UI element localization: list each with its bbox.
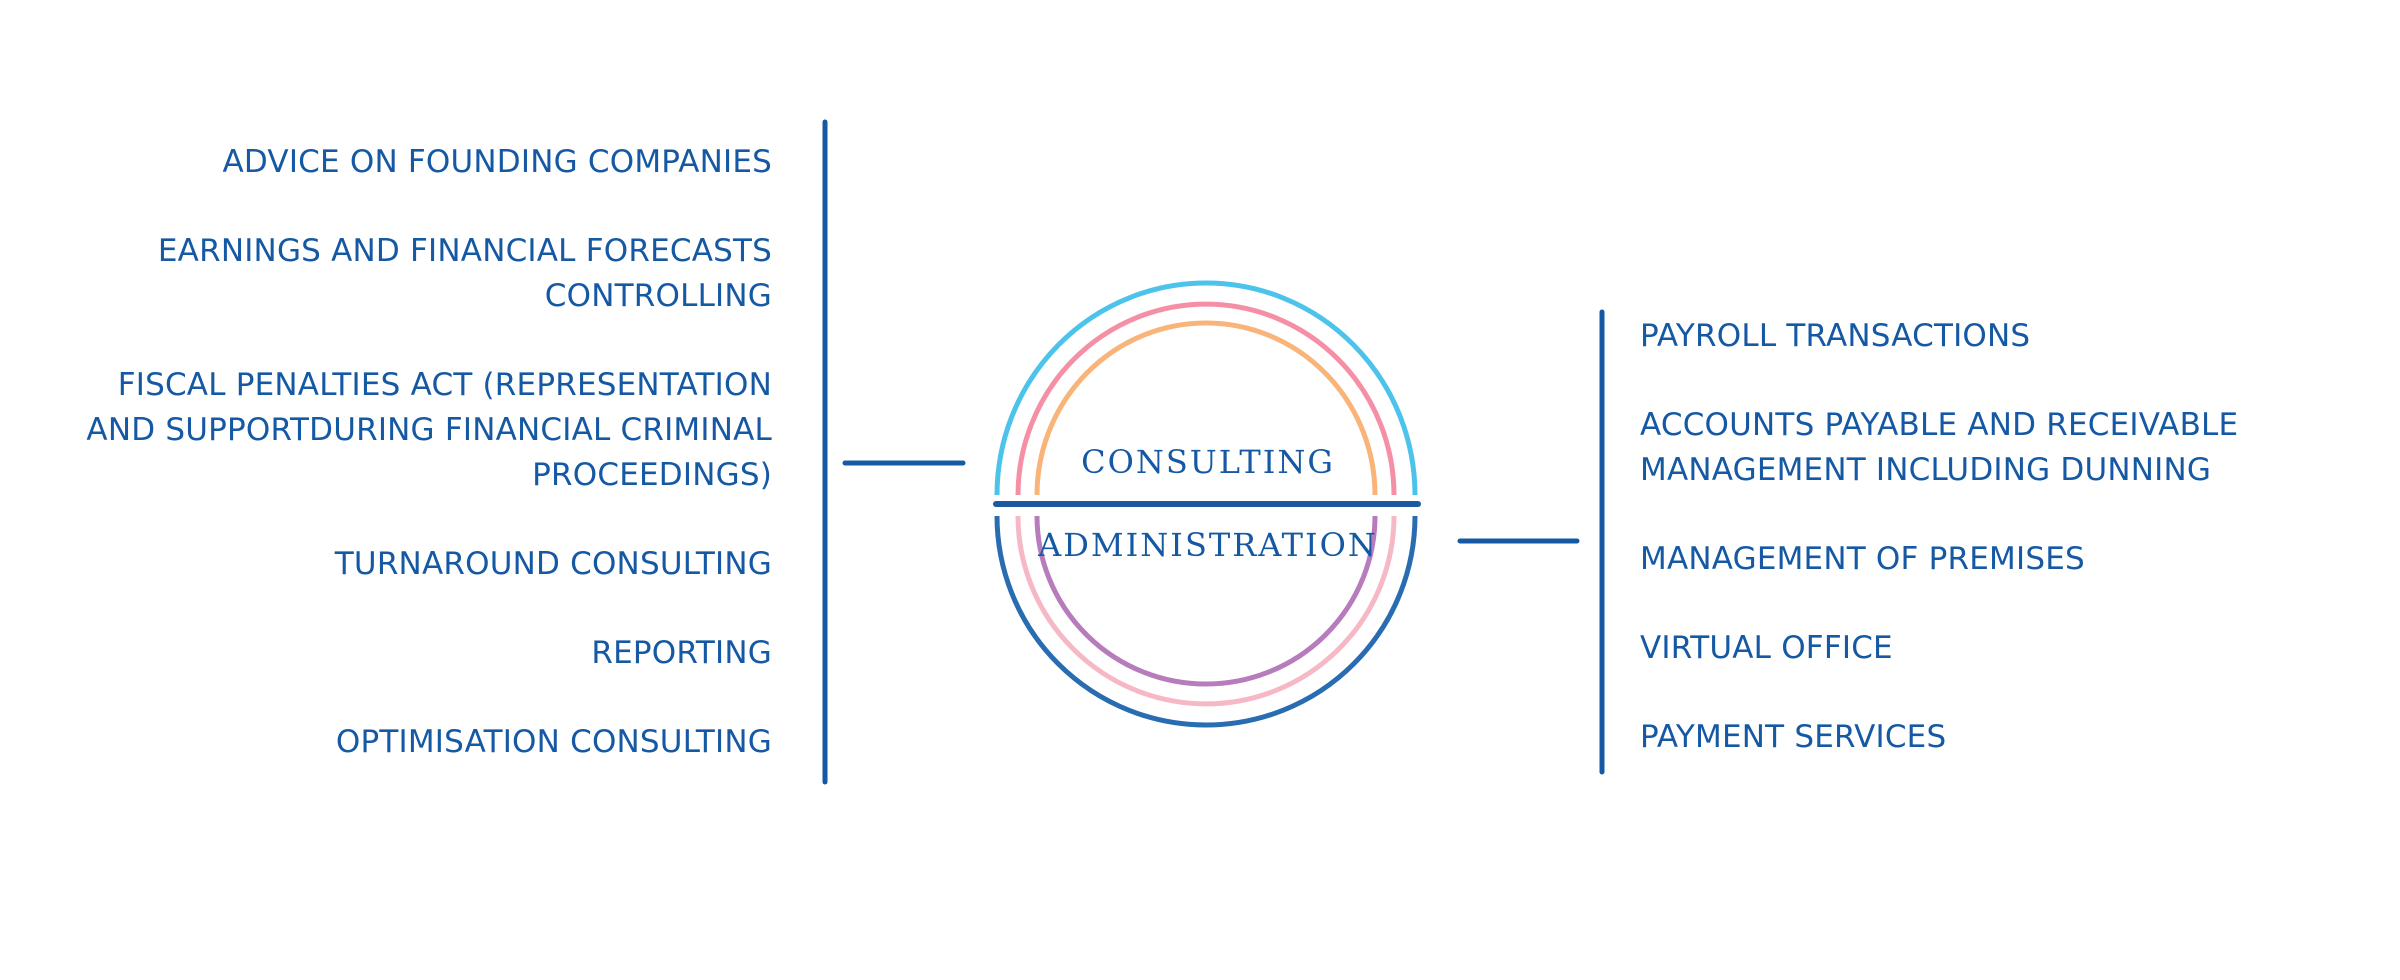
consulting-title: CONSULTING: [1081, 443, 1335, 481]
consulting-arc-inner: [1034, 320, 1378, 496]
administration-arc-outer: [994, 515, 1418, 728]
administration-item-payment: PAYMENT SERVICES: [1640, 719, 1947, 755]
administration-arc-middle: [1015, 515, 1397, 707]
consulting-item-reporting: REPORTING: [591, 635, 772, 671]
administration-item-payroll: PAYROLL TRANSACTIONS: [1640, 318, 2031, 354]
administration-item-virtual-office: VIRTUAL OFFICE: [1640, 630, 1893, 666]
administration-title: ADMINISTRATION: [1038, 526, 1378, 564]
consulting-item-turnaround: TURNAROUND CONSULTING: [334, 546, 772, 582]
administration-item-accounts: ACCOUNTS PAYABLE AND RECEIVABLE MANAGEME…: [1640, 407, 2239, 488]
administration-arc-inner: [1034, 515, 1378, 687]
consulting-item-optimisation: OPTIMISATION CONSULTING: [335, 724, 772, 760]
consulting-arc-middle: [1015, 301, 1397, 496]
consulting-services-list: ADVICE ON FOUNDING COMPANIES EARNINGS AN…: [60, 140, 772, 765]
consulting-arc-outer: [994, 280, 1418, 496]
consulting-item-fiscal-penalties: FISCAL PENALTIES ACT (REPRESENTATION AND…: [86, 367, 772, 493]
consulting-item-founding: ADVICE ON FOUNDING COMPANIES: [222, 144, 772, 180]
consulting-item-forecasts: EARNINGS AND FINANCIAL FORECASTS CONTROL…: [157, 233, 772, 314]
administration-services-list: PAYROLL TRANSACTIONS ACCOUNTS PAYABLE AN…: [1640, 314, 2380, 760]
administration-item-premises: MANAGEMENT OF PREMISES: [1640, 541, 2085, 577]
